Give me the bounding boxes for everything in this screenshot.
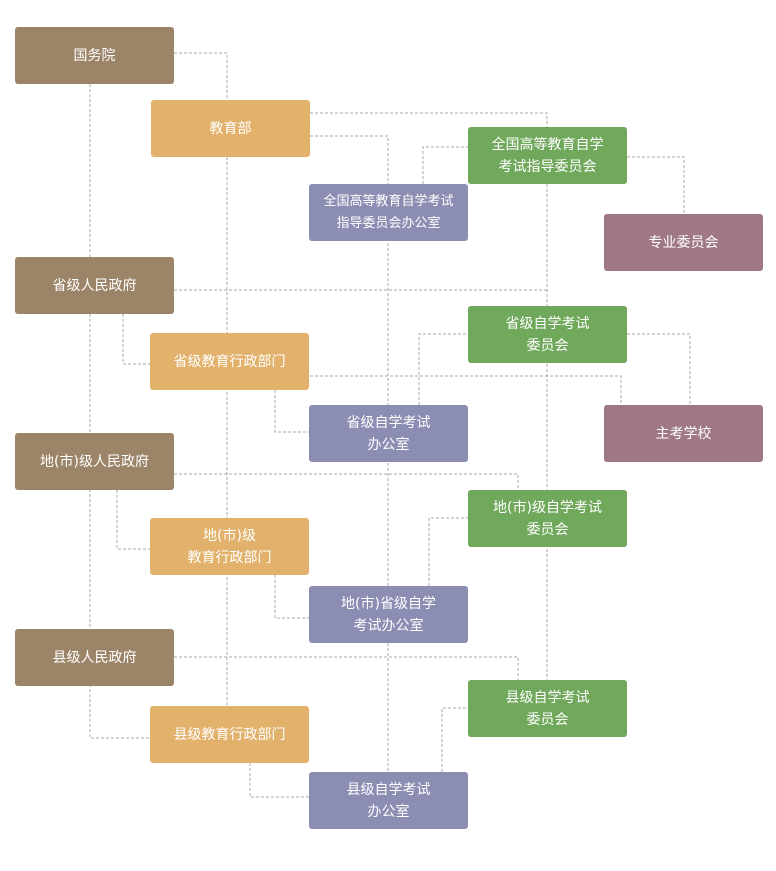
connector bbox=[116, 490, 150, 550]
connector bbox=[441, 707, 468, 772]
connector bbox=[422, 146, 468, 184]
connector bbox=[274, 390, 309, 433]
city-education-department-node: 地(市)级 教育行政部门 bbox=[150, 518, 309, 575]
connector bbox=[249, 763, 309, 798]
connector bbox=[310, 135, 389, 772]
county-office-node: 县级自学考试 办公室 bbox=[309, 772, 468, 829]
connector bbox=[174, 656, 519, 680]
ministry-of-education-node: 教育部 bbox=[151, 100, 310, 157]
examining-school-node: 主考学校 bbox=[604, 405, 763, 462]
county-government-node: 县级人民政府 bbox=[15, 629, 174, 686]
professional-committee-node: 专业委员会 bbox=[604, 214, 763, 271]
connector bbox=[174, 473, 519, 490]
connector bbox=[274, 575, 309, 619]
connector bbox=[174, 52, 228, 100]
county-committee-node: 县级自学考试 委员会 bbox=[468, 680, 627, 737]
connector bbox=[627, 156, 685, 214]
provincial-office-node: 省级自学考试 办公室 bbox=[309, 405, 468, 462]
county-education-department-node: 县级教育行政部门 bbox=[150, 706, 309, 763]
connector bbox=[310, 375, 622, 405]
connector bbox=[122, 314, 150, 365]
connector bbox=[627, 333, 691, 405]
connector bbox=[310, 112, 548, 127]
provincial-committee-node: 省级自学考试 委员会 bbox=[468, 306, 627, 363]
city-committee-node: 地(市)级自学考试 委员会 bbox=[468, 490, 627, 547]
provincial-education-department-node: 省级教育行政部门 bbox=[150, 333, 309, 390]
state-council-node: 国务院 bbox=[15, 27, 174, 84]
national-office-node: 全国高等教育自学考试 指导委员会办公室 bbox=[309, 184, 468, 241]
city-government-node: 地(市)级人民政府 bbox=[15, 433, 174, 490]
city-office-node: 地(市)省级自学 考试办公室 bbox=[309, 586, 468, 643]
provincial-government-node: 省级人民政府 bbox=[15, 257, 174, 314]
connector bbox=[428, 517, 468, 586]
national-committee-node: 全国高等教育自学 考试指导委员会 bbox=[468, 127, 627, 184]
connector bbox=[418, 333, 468, 405]
